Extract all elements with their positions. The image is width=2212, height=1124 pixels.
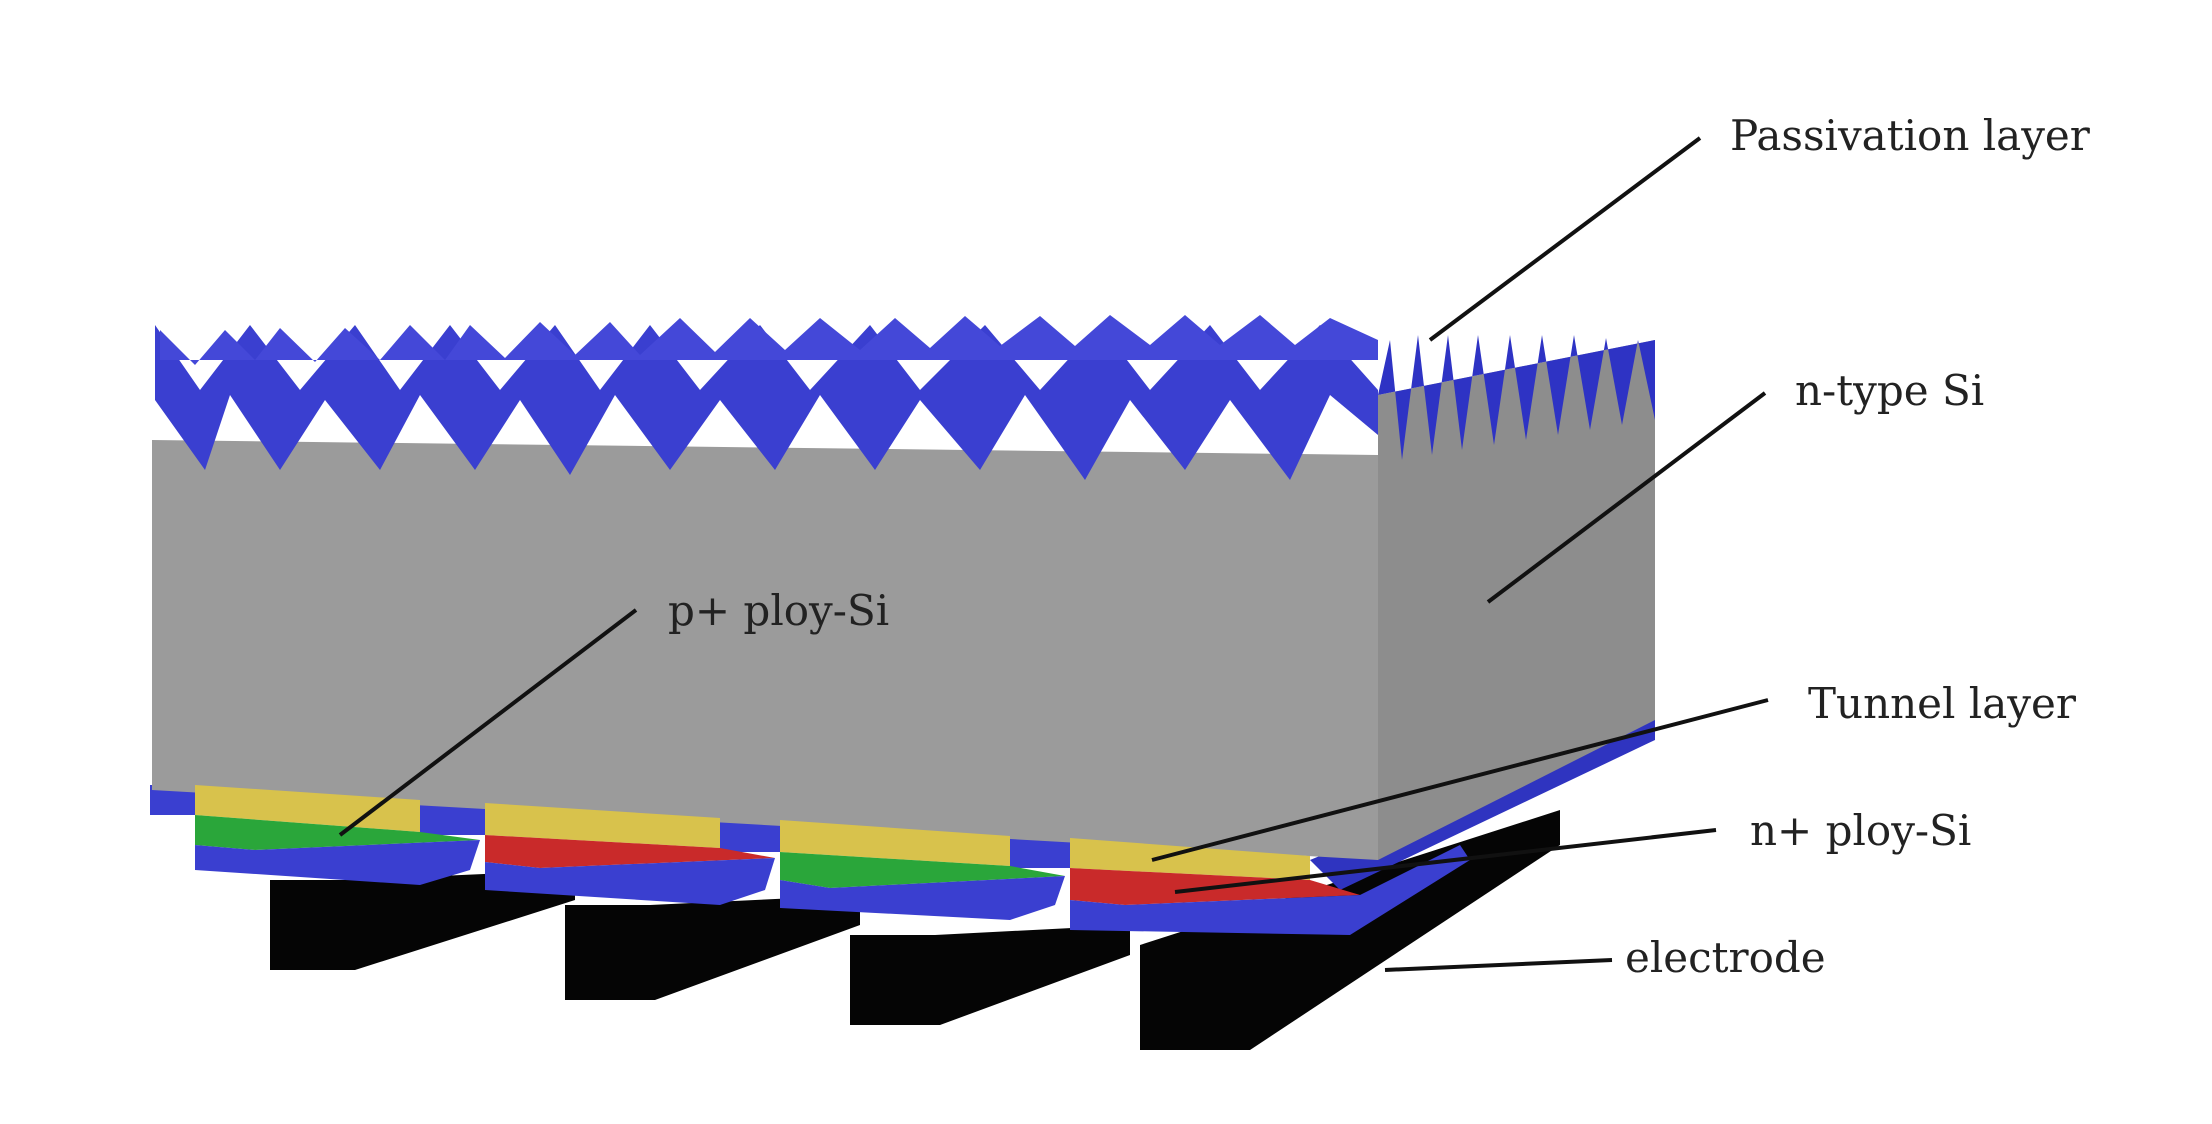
passivation-texture-peaks — [160, 315, 1378, 365]
finger-passivation-4 — [1070, 845, 1470, 935]
label-passivation-layer: Passivation layer — [1730, 111, 2091, 160]
tunnel-layer-2 — [485, 803, 720, 848]
finger-passivation-2 — [485, 858, 775, 905]
finger-passivation-1 — [195, 840, 480, 885]
finger-passivation-3 — [780, 876, 1065, 920]
passivation-texture-side — [1378, 335, 1655, 460]
leader-passivation — [1428, 136, 1702, 342]
leader-tunnel — [1151, 698, 1769, 862]
p-poly-si-1 — [195, 815, 480, 850]
n-type-silicon-side — [1378, 340, 1655, 860]
leader-lines — [338, 136, 1769, 972]
rear-finger-1 — [195, 785, 480, 885]
n-type-silicon-front — [152, 440, 1378, 860]
leader-pplus — [338, 608, 638, 837]
p-poly-si-3 — [780, 852, 1065, 888]
leader-ntype — [1486, 391, 1767, 604]
rear-finger-3 — [780, 820, 1065, 920]
leader-nplus — [1174, 828, 1717, 894]
rear-passivation-gap-1 — [420, 800, 485, 835]
tunnel-layer-4 — [1070, 838, 1310, 880]
label-electrode: electrode — [1625, 933, 1826, 982]
tunnel-layer-3 — [780, 820, 1010, 866]
passivation-texture-front — [155, 325, 1378, 480]
tunnel-layer-1 — [195, 785, 420, 832]
rear-finger-2 — [485, 803, 775, 905]
electrode-bar-3 — [850, 925, 1130, 1025]
electrode-bar-1 — [270, 870, 575, 970]
rear-passivation-gap-3 — [1010, 836, 1070, 868]
label-tunnel-layer: Tunnel layer — [1808, 679, 2077, 728]
electrode-bar-2 — [565, 895, 860, 1000]
label-p-plus-poly-si: p+ ploy-Si — [668, 586, 889, 635]
rear-passivation-gap-2 — [720, 818, 780, 852]
labels: Passivation layer n-type Si p+ ploy-Si T… — [668, 111, 2091, 982]
n-poly-si-2 — [485, 835, 775, 868]
leader-electrode — [1384, 958, 1613, 972]
label-n-plus-poly-si: n+ ploy-Si — [1750, 806, 1971, 855]
rear-passivation-front-left — [150, 785, 195, 815]
label-n-type-si: n-type Si — [1795, 366, 1984, 415]
